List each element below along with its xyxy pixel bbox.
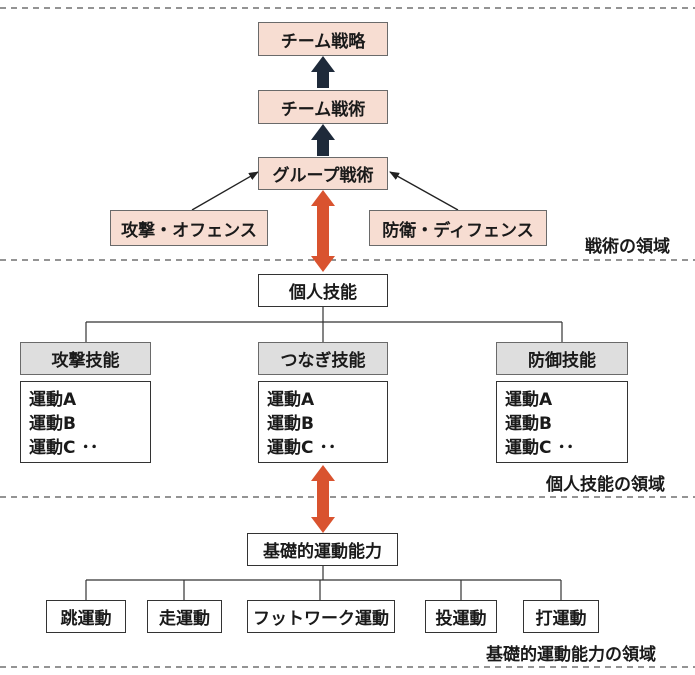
list-item: 運動C ･･ bbox=[29, 438, 99, 458]
list-item: 運動C ･･ bbox=[267, 438, 337, 458]
double-arrow-individual-basic bbox=[311, 465, 335, 533]
arrow-defense-to-group bbox=[389, 171, 459, 211]
double-arrow-tactics-individual bbox=[311, 190, 335, 272]
list-item: 運動B bbox=[505, 414, 552, 434]
individual-skill-box: 個人技能 bbox=[258, 274, 388, 307]
team-tactics-box: チーム戦術 bbox=[258, 90, 388, 124]
basic-ability-box: 基礎的運動能力 bbox=[247, 533, 398, 566]
defense-skill-box: 防御技能 bbox=[496, 342, 628, 375]
tree-individual bbox=[85, 307, 563, 342]
defense-box: 防衛・ディフェンス bbox=[369, 210, 547, 246]
group-tactics-box: グループ戦術 bbox=[258, 157, 388, 190]
run-movement-box: 走運動 bbox=[147, 600, 222, 633]
arrow-team-tactics-to-strategy bbox=[311, 56, 335, 88]
offense-box: 攻撃・オフェンス bbox=[110, 210, 268, 246]
basic-region-label: 基礎的運動能力の領域 bbox=[486, 645, 656, 665]
link-skill-list: 運動A 運動B 運動C ･･ bbox=[258, 381, 388, 463]
tree-basic bbox=[85, 566, 562, 600]
attack-skill-box: 攻撃技能 bbox=[20, 342, 151, 375]
throw-movement-box: 投運動 bbox=[425, 600, 497, 633]
strike-movement-box: 打運動 bbox=[523, 600, 599, 633]
arrow-group-to-team-tactics bbox=[311, 124, 335, 156]
list-item: 運動A bbox=[505, 390, 553, 410]
link-skill-box: つなぎ技能 bbox=[258, 342, 388, 375]
list-item: 運動A bbox=[267, 390, 315, 410]
footwork-movement-box: フットワーク運動 bbox=[247, 600, 395, 633]
individual-region-label: 個人技能の領域 bbox=[546, 475, 665, 495]
jump-movement-box: 跳運動 bbox=[46, 600, 126, 633]
list-item: 運動A bbox=[29, 390, 77, 410]
list-item: 運動B bbox=[29, 414, 76, 434]
list-item: 運動B bbox=[267, 414, 314, 434]
tactics-region-label: 戦術の領域 bbox=[585, 237, 670, 257]
attack-skill-list: 運動A 運動B 運動C ･･ bbox=[20, 381, 151, 463]
list-item: 運動C ･･ bbox=[505, 438, 575, 458]
defense-skill-list: 運動A 運動B 運動C ･･ bbox=[496, 381, 628, 463]
arrow-offense-to-group bbox=[191, 171, 259, 211]
team-strategy-box: チーム戦略 bbox=[258, 22, 388, 56]
